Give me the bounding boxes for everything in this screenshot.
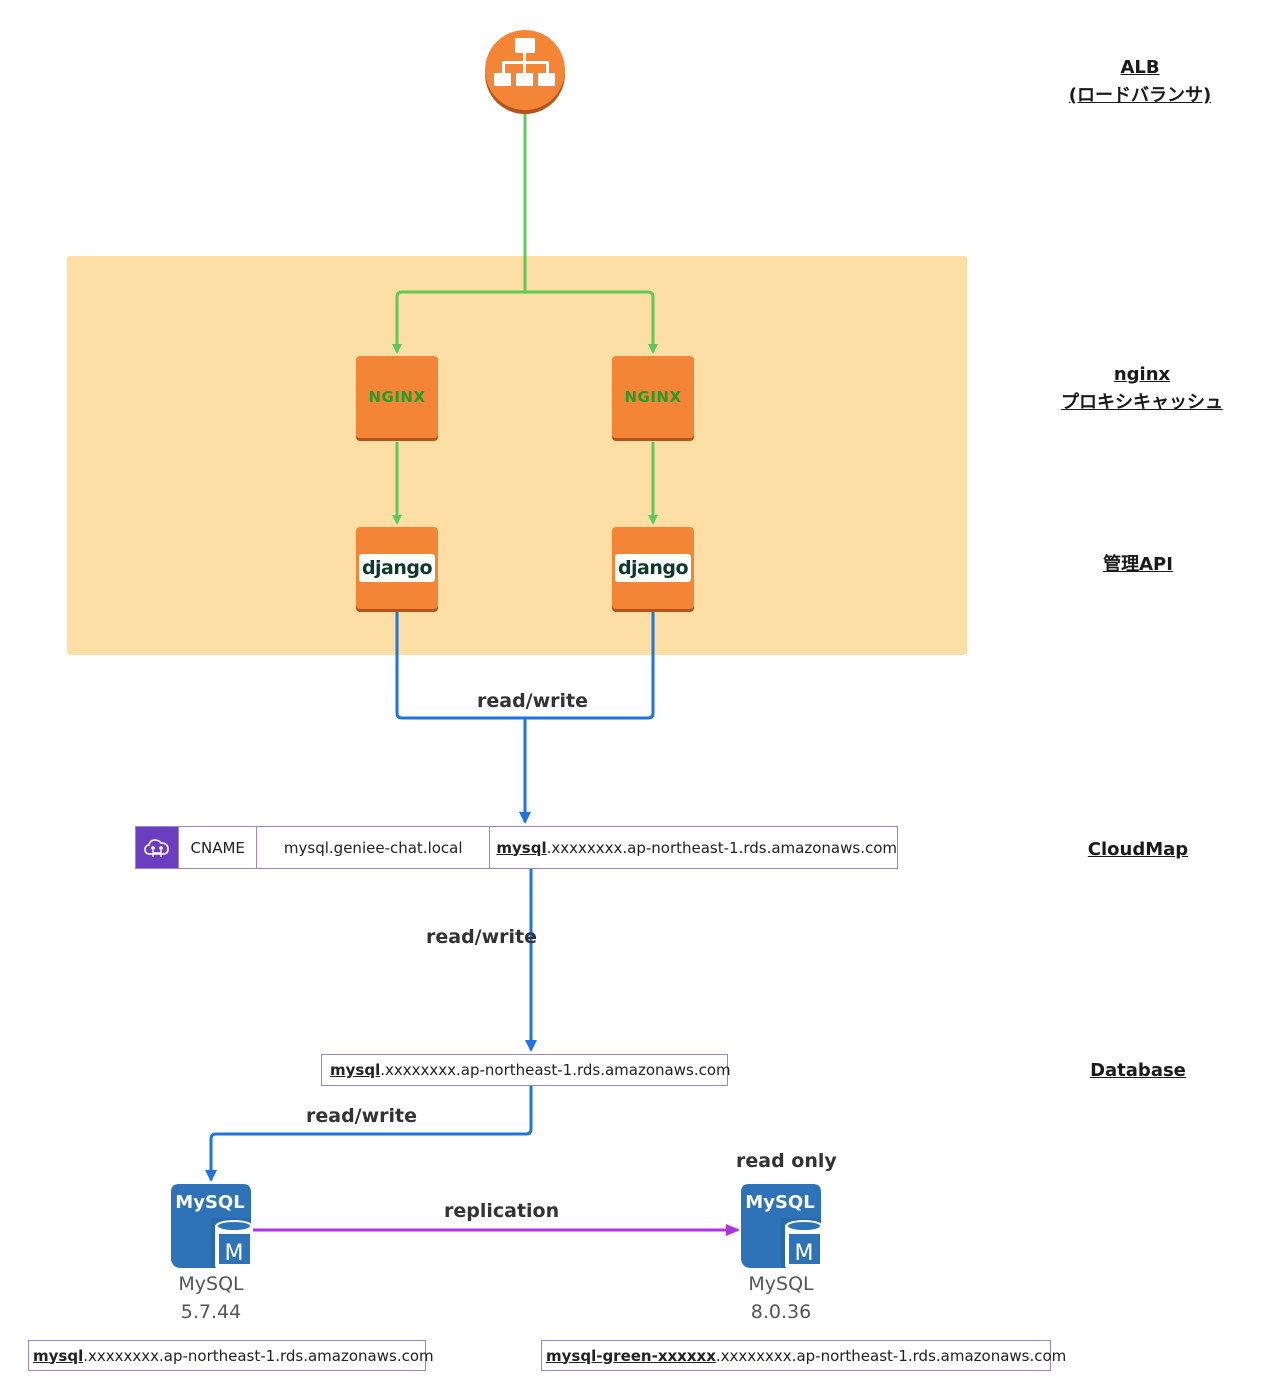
mysql-blue-node: MySQL M — [171, 1184, 253, 1271]
edge-label-db-to-mysql: read/write — [306, 1105, 418, 1127]
mysql-green-endpoint-prefix: mysql-green-xxxxxx — [546, 1346, 716, 1365]
mysql-green-endpoint: mysql-green-xxxxxx.xxxxxxxx.ap-northeast… — [541, 1340, 1066, 1371]
django-logo: django — [358, 554, 436, 582]
tier-label-api: 管理API — [1103, 554, 1173, 575]
cloudmap-record-type: CNAME — [179, 827, 258, 868]
mysql-green-name: MySQL — [748, 1273, 814, 1295]
database-endpoint-suffix: .xxxxxxxx.ap-northeast-1.rds.amazonaws.c… — [380, 1061, 731, 1079]
cloudmap-target-suffix: .xxxxxxxx.ap-northeast-1.rds.amazonaws.c… — [546, 838, 897, 857]
mysql-green-endpoint-suffix: .xxxxxxxx.ap-northeast-1.rds.amazonaws.c… — [715, 1346, 1067, 1365]
edge-django-right-merge — [525, 612, 655, 720]
cloud-map-icon — [144, 838, 169, 857]
cloudmap-record-target: mysql.xxxxxxxx.ap-northeast-1.rds.amazon… — [490, 827, 897, 868]
mysql-blue-endpoint-suffix: .xxxxxxxx.ap-northeast-1.rds.amazonaws.c… — [83, 1346, 434, 1365]
tier-label-alb: ALB (ロードバランサ) — [1068, 57, 1212, 106]
cloudmap-cell-icon — [136, 827, 180, 868]
mysql-green-version: 8.0.36 — [750, 1301, 812, 1323]
django-left-node: django — [356, 527, 438, 609]
cloudmap-record: CNAME mysql.geniee-chat.local mysql.xxxx… — [135, 826, 898, 869]
mysql-blue-name: MySQL — [178, 1273, 244, 1295]
edge-label-cloudmap-to-db: read/write — [426, 926, 538, 948]
mysql-database-icon: MySQL M — [741, 1184, 823, 1271]
mysql-blue-logo: MySQL — [175, 1192, 244, 1213]
tier-label-cloudmap: CloudMap — [1087, 839, 1189, 860]
nginx-right-node: NGINX — [612, 356, 694, 438]
mysql-blue-endpoint-prefix: mysql — [33, 1346, 84, 1365]
mysql-green-badge: M — [795, 1241, 814, 1266]
mysql-green-node: MySQL M — [741, 1184, 823, 1271]
edge-alb-to-nginx-left — [392, 290, 525, 354]
mysql-blue-version: 5.7.44 — [180, 1301, 242, 1323]
mysql-green-logo: MySQL — [745, 1192, 814, 1213]
service-cluster-panel — [67, 256, 967, 655]
edge-label-api-to-cloudmap: read/write — [477, 690, 589, 712]
edge-alb-to-nginx-right — [525, 290, 658, 354]
nginx-left-node: NGINX — [356, 356, 438, 438]
django-right-node: django — [612, 527, 694, 609]
database-endpoint-prefix: mysql — [330, 1061, 381, 1079]
nginx-logo: NGINX — [368, 388, 426, 406]
cloudmap-record-name: mysql.geniee-chat.local — [257, 827, 491, 868]
edge-label-replication: replication — [444, 1200, 560, 1222]
load-balancer-icon — [485, 30, 565, 114]
alb-node — [483, 28, 567, 114]
edge-db-to-mysql — [205, 1086, 533, 1182]
tier-label-nginx: nginx プロキシキャッシュ — [1061, 364, 1223, 413]
cloudmap-target-prefix: mysql — [496, 838, 547, 857]
tier-label-database: Database — [1090, 1060, 1186, 1081]
mysql-blue-endpoint: mysql.xxxxxxxx.ap-northeast-1.rds.amazon… — [28, 1340, 434, 1371]
mysql-blue-badge: M — [225, 1241, 244, 1266]
mysql-green-mode: read only — [736, 1150, 837, 1172]
edge-django-left-merge — [395, 612, 525, 720]
database-endpoint: mysql.xxxxxxxx.ap-northeast-1.rds.amazon… — [321, 1054, 731, 1086]
django-logo: django — [614, 554, 692, 582]
mysql-database-icon: MySQL M — [171, 1184, 253, 1271]
nginx-logo: NGINX — [624, 388, 682, 406]
